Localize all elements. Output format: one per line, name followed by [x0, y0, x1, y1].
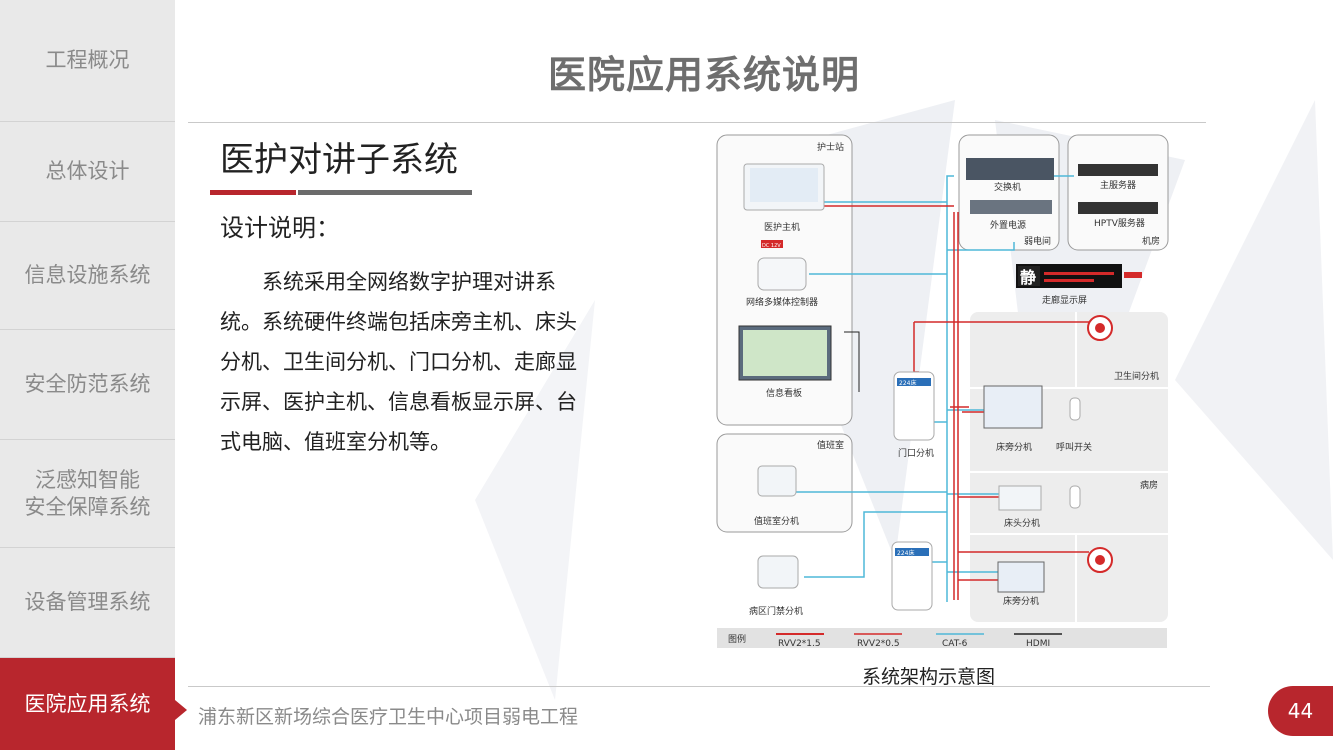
media-controller-device	[757, 257, 807, 291]
diagram-caption: 系统架构示意图	[862, 666, 996, 688]
footer-divider	[188, 686, 1210, 687]
section-underline-accent	[210, 190, 296, 195]
ward-label: 病房	[1140, 479, 1158, 491]
door-ext-label: 门口分机	[898, 447, 934, 459]
section-title: 医护对讲子系统	[220, 140, 458, 180]
hptv-server-label: HPTV服务器	[1094, 217, 1145, 229]
power-device	[970, 200, 1052, 214]
svg-text:DC 12V: DC 12V	[762, 243, 781, 249]
door-ext-device	[893, 371, 935, 441]
access-ext-label: 病区门禁分机	[749, 605, 803, 617]
page-number-badge: 44	[1268, 686, 1333, 736]
legend-label-hdmi: HDMI	[1026, 639, 1050, 649]
switch-device	[966, 158, 1054, 180]
machine-room-zone	[1067, 134, 1169, 251]
architecture-diagram: 护士站 医护主机 DC 12V 网络多媒体控制器 信息看板 值班室 值班室分机 …	[716, 134, 1169, 649]
door-ext-2-device	[891, 541, 933, 611]
legend-bar	[717, 628, 1167, 648]
duty-ext-device	[757, 465, 797, 497]
bedside-ext-1-device	[983, 385, 1043, 429]
svg-text:224床: 224床	[899, 379, 916, 387]
legend-title: 图例	[728, 633, 746, 645]
switch-label: 交换机	[994, 181, 1021, 193]
power-tag	[761, 240, 783, 248]
bedside-ext-2-device	[997, 561, 1045, 593]
sidebar-item-smart-safety[interactable]: 泛感知智能 安全保障系统	[0, 440, 175, 548]
sidebar-item-info-facilities[interactable]: 信息设施系统	[0, 222, 175, 330]
sidebar-item-hospital-apps[interactable]: 医院应用系统	[0, 658, 175, 750]
main-server-device	[1078, 164, 1158, 176]
weak-room-label: 弱电间	[1024, 235, 1051, 247]
sidebar-nav: 工程概况 总体设计 信息设施系统 安全防范系统 泛感知智能 安全保障系统 设备管…	[0, 0, 175, 750]
bathroom-ext-label: 卫生间分机	[1114, 370, 1159, 382]
main-server-label: 主服务器	[1100, 179, 1136, 191]
active-item-pointer	[175, 700, 187, 720]
svg-text:静: 静	[1020, 268, 1036, 287]
machine-room-label: 机房	[1142, 235, 1160, 247]
duty-ext-label: 值班室分机	[754, 515, 799, 527]
call-switch-label: 呼叫开关	[1056, 441, 1092, 453]
info-board-label: 信息看板	[766, 387, 802, 399]
nurse-host-label: 医护主机	[764, 221, 800, 233]
legend-label-rvv15: RVV2*1.5	[778, 639, 821, 649]
title-divider	[188, 122, 1206, 123]
design-label: 设计说明：	[220, 214, 340, 242]
svg-text:224床: 224床	[897, 549, 914, 557]
page-number: 44	[1287, 699, 1314, 723]
bedhead-ext-label: 床头分机	[1004, 517, 1040, 529]
sidebar-item-equipment-mgmt[interactable]: 设备管理系统	[0, 548, 175, 658]
project-name: 浦东新区新场综合医疗卫生中心项目弱电工程	[198, 706, 579, 728]
corridor-display-label: 走廊显示屏	[1042, 294, 1087, 306]
bedhead-ext-device	[998, 485, 1042, 511]
nurse-station-label: 护士站	[817, 141, 844, 153]
access-ext-device	[757, 555, 799, 589]
legend-label-rvv05: RVV2*0.5	[857, 639, 900, 649]
media-controller-label: 网络多媒体控制器	[746, 296, 818, 308]
call-switch-device	[1069, 397, 1081, 421]
hptv-server-device	[1078, 202, 1158, 214]
legend-label-cat6: CAT-6	[942, 639, 968, 649]
sidebar-item-security[interactable]: 安全防范系统	[0, 330, 175, 440]
page-title: 医院应用系统说明	[547, 53, 860, 97]
duty-room-label: 值班室	[817, 439, 844, 451]
section-underline	[298, 190, 472, 195]
design-description: 系统采用全网络数字护理对讲系统。系统硬件终端包括床旁主机、床头分机、卫生间分机、…	[220, 270, 577, 454]
bedside-ext-1-label: 床旁分机	[996, 441, 1032, 453]
bedside-ext-2-label: 床旁分机	[1003, 595, 1039, 607]
power-label: 外置电源	[990, 219, 1026, 231]
sidebar-item-overall-design[interactable]: 总体设计	[0, 122, 175, 222]
hdmi-wiring	[844, 331, 860, 392]
sidebar-item-project-overview[interactable]: 工程概况	[0, 0, 175, 122]
